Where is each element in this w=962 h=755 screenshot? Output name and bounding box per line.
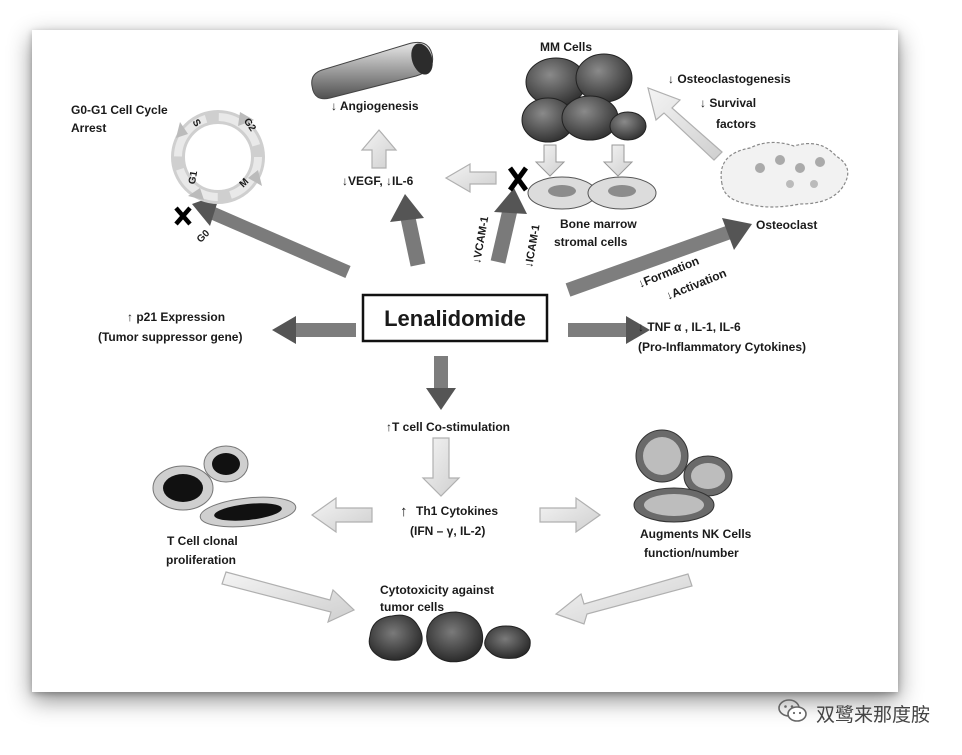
vcam-label: ↓VCAM-1 xyxy=(471,215,491,264)
arrow-to-osteoclast xyxy=(565,218,752,297)
t-cell-clonal-label-2: proliferation xyxy=(166,553,236,567)
arrow-to-p21 xyxy=(272,316,356,344)
vegf-label: ↓VEGF, ↓IL-6 xyxy=(342,174,414,188)
arrow-to-vcam xyxy=(490,188,527,264)
arrow-th1-to-t-cell xyxy=(310,496,373,534)
lenalidomide-box xyxy=(361,293,549,343)
arrow-t-cell-to-cytotoxicity xyxy=(221,571,356,624)
mm-cells-image xyxy=(521,53,647,143)
tumor-cells-image xyxy=(368,611,531,663)
x-icon xyxy=(507,166,529,192)
center-label: Lenalidomide xyxy=(384,306,526,331)
arrow-mm-to-stroma-right xyxy=(602,144,634,177)
cytotoxicity-label-2: tumor cells xyxy=(380,600,444,614)
blood-vessel-image xyxy=(311,41,434,100)
arrow-to-cell-cycle xyxy=(192,194,351,278)
arrow-osteoclast-to-mm xyxy=(647,87,723,161)
mm-cells-label: MM Cells xyxy=(540,40,592,54)
bone-marrow-label-1: Bone marrow xyxy=(560,217,637,231)
p21-label-2: (Tumor suppressor gene) xyxy=(98,330,242,344)
angiogenesis-label: ↓ Angiogenesis xyxy=(331,99,419,113)
nk-cells-image xyxy=(633,429,733,523)
cytotoxicity-label-1: Cytotoxicity against xyxy=(380,583,494,597)
t-cell-clonal-label-1: T Cell clonal xyxy=(167,534,238,548)
cell-cycle-title-1: G0-G1 Cell Cycle xyxy=(71,103,168,117)
watermark-text: 双鹭来那度胺 xyxy=(815,703,930,726)
cell-cycle-ring xyxy=(171,110,265,204)
t-cells-image xyxy=(152,445,297,528)
arrow-th1-to-nk xyxy=(539,496,602,534)
stromal-cells-image xyxy=(527,176,657,210)
watermark: 双鹭来那度胺 xyxy=(778,698,930,728)
arrow-mm-to-stroma-left xyxy=(534,144,566,177)
bone-marrow-label-2: stromal cells xyxy=(554,235,628,249)
cell-cycle-title-2: Arrest xyxy=(71,121,106,135)
tnf-label-2: (Pro-Inflammatory Cytokines) xyxy=(638,340,806,354)
nk-label-1: Augments NK Cells xyxy=(640,527,752,541)
arrow-nk-to-cytotoxicity xyxy=(554,573,693,625)
th1-label-1: Th1 Cytokines xyxy=(416,504,498,518)
arrow-costim-to-th1 xyxy=(421,437,461,497)
arrow-vcam-to-vegf xyxy=(444,162,497,194)
t-cell-costim-label: ↑T cell Co-stimulation xyxy=(386,420,510,434)
osteoclast-image xyxy=(720,141,849,208)
x-icon xyxy=(174,206,192,226)
phase-g1: G1 xyxy=(187,170,200,185)
survival-label-2: factors xyxy=(716,117,756,131)
phase-g0: G0 xyxy=(195,228,213,246)
nk-label-2: function/number xyxy=(644,546,739,560)
tnf-label-1: ↓ TNF α , IL-1, IL-6 xyxy=(638,320,741,334)
wechat-icon xyxy=(778,698,808,729)
arrow-to-tnf xyxy=(568,316,650,344)
osteoclastogenesis-label: ↓ Osteoclastogenesis xyxy=(668,72,791,86)
p21-label-1: ↑ p21 Expression xyxy=(127,310,225,324)
arrow-to-vegf xyxy=(390,194,426,267)
arrow-to-t-cell-costimulation xyxy=(426,356,456,410)
arrow-vegf-to-angiogenesis xyxy=(360,129,398,169)
th1-label-2: (IFN – γ, IL-2) xyxy=(410,524,485,538)
th1-up-arrow: ↑ xyxy=(400,503,408,520)
survival-label-1: ↓ Survival xyxy=(700,96,756,110)
phase-s: S xyxy=(190,118,203,130)
osteoclast-label: Osteoclast xyxy=(756,218,817,232)
icam-label: ↓ICAM-1 xyxy=(523,224,542,269)
